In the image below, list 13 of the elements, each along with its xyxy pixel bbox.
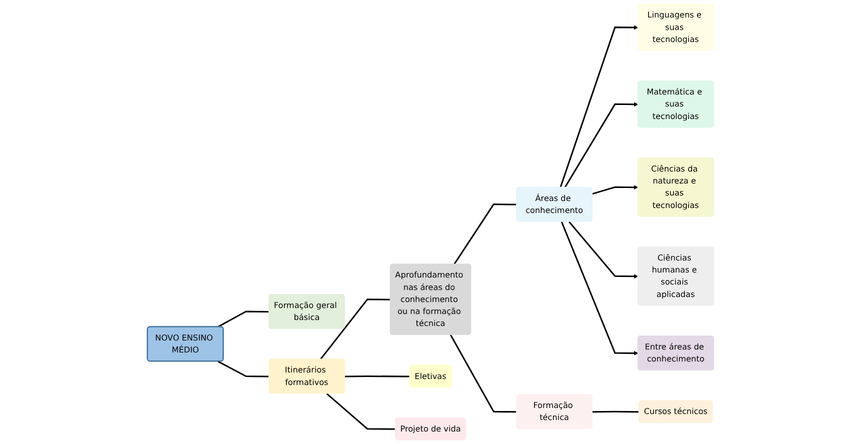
arrow [564,102,638,188]
connector [320,298,390,360]
arrow [560,25,638,188]
arrow [568,221,638,279]
connector [344,375,410,378]
connector [592,410,640,413]
arrow [560,221,638,356]
connector [217,310,269,328]
connector [450,334,517,413]
arrow [592,185,638,195]
connector [326,393,396,430]
connector [454,204,517,265]
connector [217,360,269,378]
